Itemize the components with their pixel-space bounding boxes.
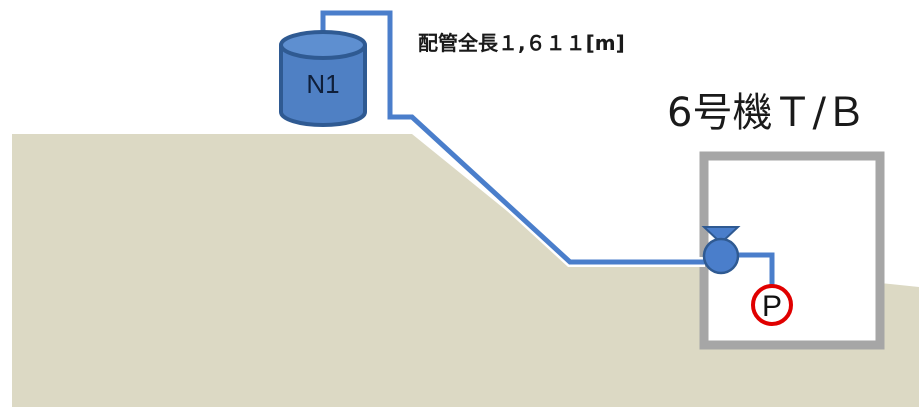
- pump-label: P: [762, 290, 782, 323]
- pipe-line: [320, 10, 705, 265]
- building-label: 6号機Ｔ/Ｂ: [667, 90, 866, 136]
- tank-label: N1: [306, 69, 339, 99]
- pump-icon: P: [751, 284, 793, 326]
- pipe-length-label: 配管全長１,６１１[m]: [418, 31, 625, 55]
- water-tank-icon: N1: [279, 30, 367, 127]
- ground-terrain: [12, 134, 919, 407]
- valve-icon: [701, 226, 741, 275]
